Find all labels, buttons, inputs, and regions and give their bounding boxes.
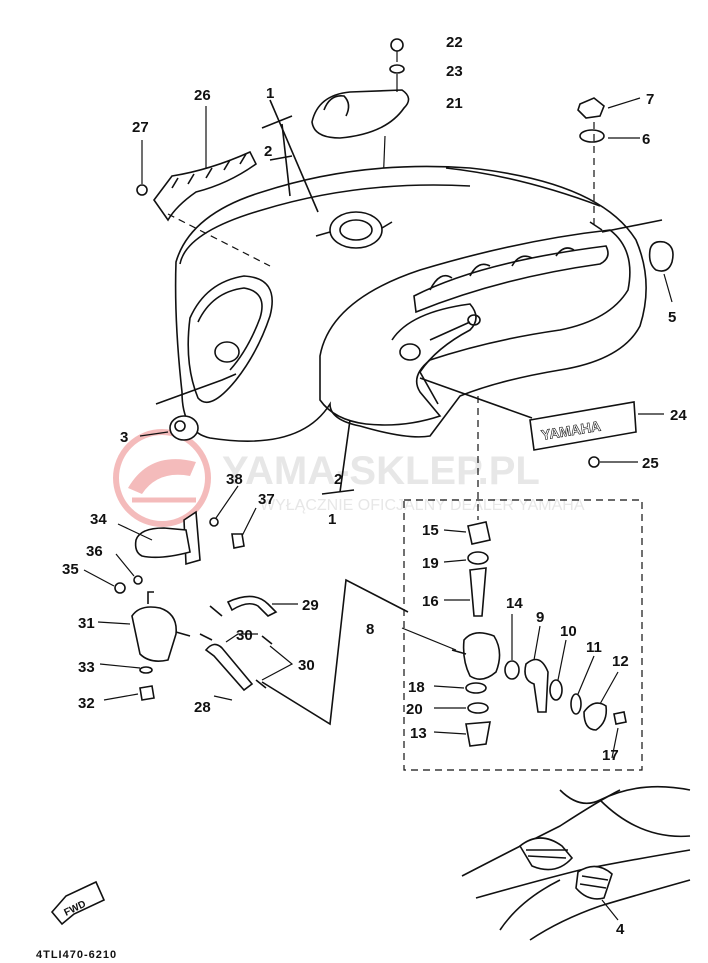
washer-19: [467, 551, 489, 565]
callout-24: 24: [670, 407, 687, 424]
watermark: YAMA-SKLEP.PL WYŁĄCZNIE OFICJALNY DEALER…: [113, 429, 585, 527]
nut-7: [577, 97, 605, 119]
washer-38: [209, 517, 219, 527]
callout-25: 25: [642, 455, 659, 472]
callout-16: 16: [422, 593, 439, 610]
screw-25: [588, 456, 600, 468]
fuel-filter-31: [131, 606, 177, 662]
rear-mount-parts: [577, 97, 674, 303]
callout-13: 13: [410, 725, 427, 742]
oring-10: [549, 679, 563, 701]
callout-30-upper: 30: [236, 627, 253, 644]
fuel-cock-mount: [399, 343, 421, 361]
tank-shell: [174, 165, 647, 442]
callout-35: 35: [62, 561, 79, 578]
strainer-16: [469, 567, 487, 617]
damper-5: [648, 240, 674, 272]
filler-neck: [329, 211, 383, 249]
washer-6: [579, 129, 605, 143]
callout-18: 18: [408, 679, 425, 696]
hose-28: [204, 643, 254, 692]
screw-17: [613, 711, 627, 725]
callout-7: 7: [646, 91, 654, 108]
spring-11: [570, 693, 582, 715]
callout-14: 14: [506, 595, 523, 612]
drawing-code: 4TLI470-6210: [36, 949, 117, 961]
callout-5: 5: [668, 309, 676, 326]
callout-labels: 22 23 21 26 27 7 6 5 24 25 3 38 37 34 36…: [62, 34, 687, 938]
callout-17: 17: [602, 747, 619, 764]
break-mark-2-bottom: 2: [334, 471, 342, 488]
callout-27: 27: [132, 119, 149, 136]
callout-12: 12: [612, 653, 629, 670]
callout-33: 33: [78, 659, 95, 676]
callout-23: 23: [446, 63, 463, 80]
gasket-20: [467, 702, 489, 714]
callout-9: 9: [536, 609, 544, 626]
callout-22: 22: [446, 34, 463, 51]
callout-19: 19: [422, 555, 439, 572]
break-mark-1-top: 1: [266, 85, 274, 102]
callout-6: 6: [642, 131, 650, 148]
clamp-34: [134, 527, 191, 559]
fwd-arrow-icon: [50, 880, 106, 926]
cup-13: [465, 721, 491, 747]
callout-15: 15: [422, 522, 439, 539]
section-break-markers: 1 2 2 1: [261, 85, 355, 528]
callout-28: 28: [194, 699, 211, 716]
fuel-filter-assembly: [83, 485, 257, 701]
drain-bolt-32: [139, 685, 155, 701]
washer-23: [389, 64, 405, 74]
seal-14: [504, 660, 520, 680]
rubber-band-4-front: [518, 837, 574, 871]
callout-34: 34: [90, 511, 107, 528]
cover-26: [153, 150, 258, 222]
tank-mount-boss: [214, 341, 240, 363]
damper-3-group: [139, 373, 237, 441]
callout-29: 29: [302, 597, 319, 614]
fuel-cock-body-8: [462, 632, 501, 680]
lever-9: [524, 658, 549, 713]
callout-37: 37: [258, 491, 275, 508]
callout-31: 31: [78, 615, 95, 632]
callout-32: 32: [78, 695, 95, 712]
bolt-35: [114, 582, 126, 594]
forward-direction-marker: FWD: [50, 880, 106, 926]
callout-3: 3: [120, 429, 128, 446]
hose-assembly: [199, 578, 409, 726]
watermark-subtitle: WYŁĄCZNIE OFICJALNY DEALER YAMAHA: [260, 497, 585, 514]
plate-12: [583, 702, 608, 731]
callout-10: 10: [560, 623, 577, 640]
bolt-37: [231, 533, 245, 549]
callout-11: 11: [586, 639, 602, 656]
fuel-cap-21: [311, 89, 410, 139]
break-mark-1-bottom: 1: [328, 511, 336, 528]
callout-36: 36: [86, 543, 103, 560]
callout-8: 8: [366, 621, 374, 638]
callout-38: 38: [226, 471, 243, 488]
watermark-logo: [113, 429, 211, 527]
bolt-22: [390, 38, 404, 52]
watermark-title: YAMA-SKLEP.PL: [222, 449, 540, 493]
emblem-assembly: YAMAHA: [419, 377, 664, 468]
fuel-cock-assembly: [401, 396, 643, 771]
break-mark-2-top: 2: [264, 143, 272, 160]
hose-29: [226, 595, 278, 617]
yamaha-emblem-24: [529, 401, 637, 451]
fuel-tank: [174, 165, 647, 442]
callout-30-lower: 30: [298, 657, 315, 674]
frame-inset: [461, 785, 691, 941]
nut-15: [467, 521, 491, 545]
washer-36: [133, 575, 143, 585]
oring-18: [465, 682, 487, 694]
callout-20: 20: [406, 701, 423, 718]
callout-26: 26: [194, 87, 211, 104]
washer-33: [139, 666, 153, 674]
rubber-band-4-rear: [575, 865, 613, 900]
screw-27: [136, 184, 148, 196]
callout-4: 4: [616, 921, 625, 938]
side-panel-parts: [136, 106, 271, 267]
callout-21: 21: [446, 95, 463, 112]
